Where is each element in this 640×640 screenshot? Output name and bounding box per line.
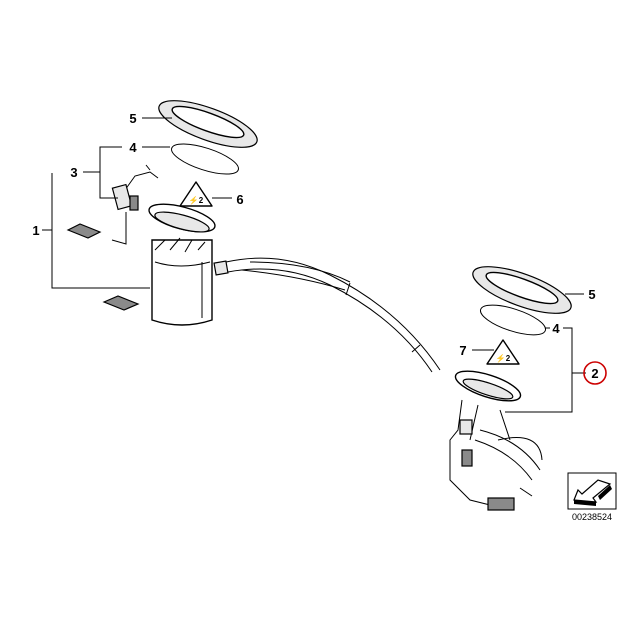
- svg-text:⚡2: ⚡2: [496, 353, 511, 363]
- seal-ring-right[interactable]: [477, 299, 548, 341]
- callout-6[interactable]: 6: [236, 192, 243, 207]
- fuel-hose[interactable]: [213, 257, 441, 373]
- lock-ring-left[interactable]: [154, 91, 263, 157]
- callout-7[interactable]: 7: [459, 343, 466, 358]
- seal-ring-left[interactable]: [168, 138, 241, 181]
- leader-line-3: [83, 146, 122, 199]
- level-sensor[interactable]: [111, 164, 159, 245]
- callout-3[interactable]: 3: [70, 165, 77, 180]
- callout-2[interactable]: 2: [591, 366, 598, 381]
- highlight-circle: [583, 361, 607, 385]
- callout-4-left[interactable]: 4: [129, 140, 137, 155]
- callout-1[interactable]: 1: [32, 223, 39, 238]
- lock-ring-right[interactable]: [468, 257, 577, 323]
- svg-text:⚡2: ⚡2: [189, 195, 204, 205]
- fuel-pump-module-left[interactable]: [146, 199, 217, 326]
- callout-5-left[interactable]: 5: [129, 111, 136, 126]
- warning-label-right: ⚡2: [486, 339, 520, 365]
- reference-number: 00238524: [572, 512, 612, 522]
- float-pad-upper[interactable]: [66, 223, 102, 239]
- leader-line-1: [42, 173, 150, 289]
- callout-2-highlight[interactable]: 2: [583, 361, 607, 385]
- callout-4-right[interactable]: 4: [552, 321, 560, 336]
- float-pad-lower[interactable]: [102, 295, 140, 311]
- fuel-pump-module-right[interactable]: [449, 365, 543, 511]
- warning-label-left: ⚡2: [179, 181, 213, 207]
- callout-5-right[interactable]: 5: [588, 287, 595, 302]
- orientation-arrow-icon: [567, 472, 617, 510]
